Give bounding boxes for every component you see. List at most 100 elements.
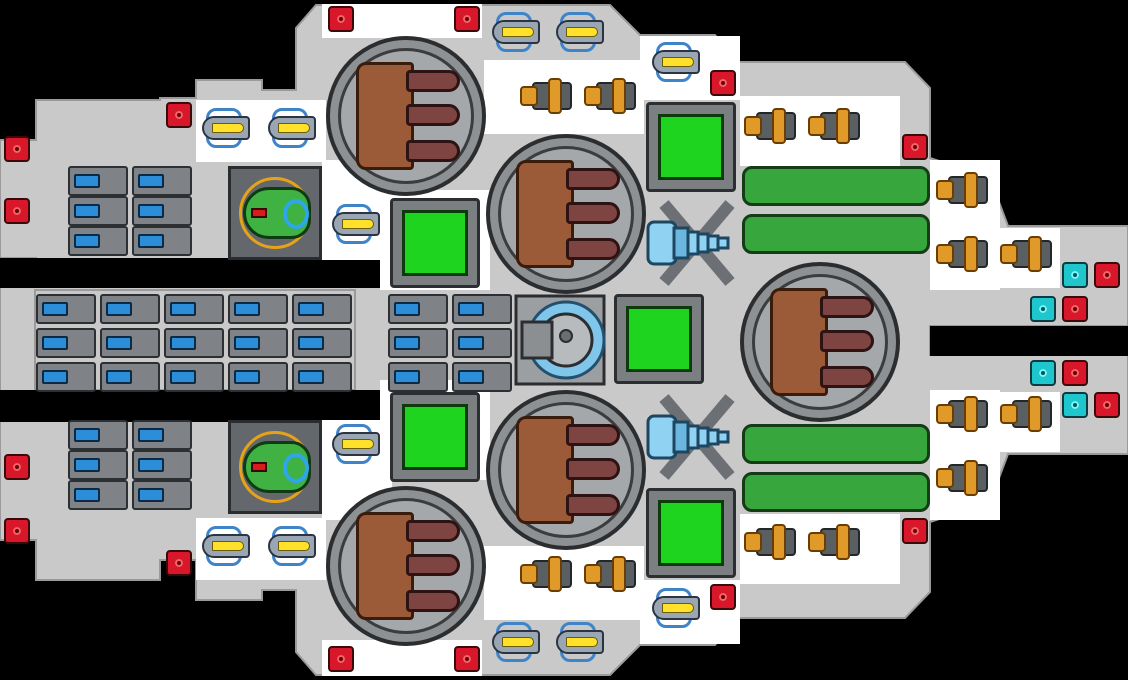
connector-icon[interactable] [1094,262,1120,288]
cockpit-fan-icon [283,453,309,483]
connector-icon[interactable] [4,198,30,224]
connector-icon[interactable] [4,136,30,162]
reactor-icon[interactable] [646,102,736,192]
connector-icon[interactable] [1062,262,1088,288]
engine-icon[interactable] [742,106,802,146]
cockpit-icon[interactable] [228,420,322,514]
engine-icon[interactable] [806,522,866,562]
turret-icon[interactable] [326,486,486,646]
engine-icon[interactable] [806,106,866,146]
thruster-icon[interactable] [646,42,706,82]
battery-icon[interactable] [132,420,192,450]
battery-icon[interactable] [228,362,288,392]
battery-icon[interactable] [292,362,352,392]
connector-icon[interactable] [710,70,736,96]
battery-icon[interactable] [100,294,160,324]
reactor-icon[interactable] [390,198,480,288]
connector-icon[interactable] [166,550,192,576]
battery-icon[interactable] [132,480,192,510]
battery-icon[interactable] [36,294,96,324]
engine-icon[interactable] [518,76,578,116]
engine-icon[interactable] [582,554,642,594]
connector-icon[interactable] [1094,392,1120,418]
connector-icon[interactable] [1062,296,1088,322]
battery-icon[interactable] [36,362,96,392]
connector-icon[interactable] [1062,392,1088,418]
engine-icon[interactable] [934,234,994,274]
thruster-icon[interactable] [326,424,386,464]
engine-icon[interactable] [582,76,642,116]
battery-icon[interactable] [164,328,224,358]
battery-icon[interactable] [68,196,128,226]
reactor-icon[interactable] [646,488,736,578]
battery-icon[interactable] [388,294,448,324]
pipe-segment [742,424,930,464]
connector-icon[interactable] [328,646,354,672]
battery-icon[interactable] [132,450,192,480]
thruster-icon[interactable] [550,622,610,662]
radar-icon[interactable] [514,294,606,386]
battery-icon[interactable] [36,328,96,358]
reactor-icon[interactable] [390,392,480,482]
reactor-icon[interactable] [614,294,704,384]
connector-icon[interactable] [454,6,480,32]
connector-icon[interactable] [4,454,30,480]
engine-icon[interactable] [518,554,578,594]
thruster-icon[interactable] [262,526,322,566]
battery-icon[interactable] [452,362,512,392]
thruster-icon[interactable] [196,108,256,148]
battery-icon[interactable] [164,362,224,392]
thruster-icon[interactable] [550,12,610,52]
battery-icon[interactable] [100,362,160,392]
battery-icon[interactable] [100,328,160,358]
connector-icon[interactable] [710,584,736,610]
thruster-icon[interactable] [646,588,706,628]
ion-emitter-icon[interactable] [646,392,736,482]
connector-icon[interactable] [902,134,928,160]
battery-icon[interactable] [68,480,128,510]
battery-icon[interactable] [452,328,512,358]
battery-icon[interactable] [164,294,224,324]
connector-icon[interactable] [1030,360,1056,386]
connector-icon[interactable] [166,102,192,128]
turret-icon[interactable] [486,390,646,550]
engine-icon[interactable] [742,522,802,562]
battery-icon[interactable] [132,166,192,196]
turret-icon[interactable] [740,262,900,422]
connector-icon[interactable] [1030,296,1056,322]
battery-icon[interactable] [452,294,512,324]
engine-icon[interactable] [998,234,1058,274]
thruster-icon[interactable] [196,526,256,566]
battery-icon[interactable] [68,420,128,450]
battery-icon[interactable] [228,328,288,358]
connector-icon[interactable] [328,6,354,32]
engine-icon[interactable] [934,394,994,434]
battery-icon[interactable] [68,450,128,480]
connector-icon[interactable] [902,518,928,544]
thruster-icon[interactable] [486,622,546,662]
turret-icon[interactable] [326,36,486,196]
connector-icon[interactable] [4,518,30,544]
thruster-icon[interactable] [486,12,546,52]
battery-icon[interactable] [68,226,128,256]
battery-icon[interactable] [292,328,352,358]
ion-emitter-icon[interactable] [646,198,736,288]
thruster-icon[interactable] [326,204,386,244]
thruster-icon[interactable] [262,108,322,148]
pipe-segment [742,214,930,254]
battery-icon[interactable] [292,294,352,324]
engine-icon[interactable] [934,170,994,210]
cockpit-icon[interactable] [228,166,322,260]
battery-icon[interactable] [388,362,448,392]
engine-icon[interactable] [934,458,994,498]
connector-icon[interactable] [1062,360,1088,386]
battery-icon[interactable] [132,196,192,226]
turret-icon[interactable] [486,134,646,294]
cockpit-light [251,462,267,472]
battery-icon[interactable] [132,226,192,256]
battery-icon[interactable] [228,294,288,324]
battery-icon[interactable] [388,328,448,358]
connector-icon[interactable] [454,646,480,672]
engine-icon[interactable] [998,394,1058,434]
battery-icon[interactable] [68,166,128,196]
